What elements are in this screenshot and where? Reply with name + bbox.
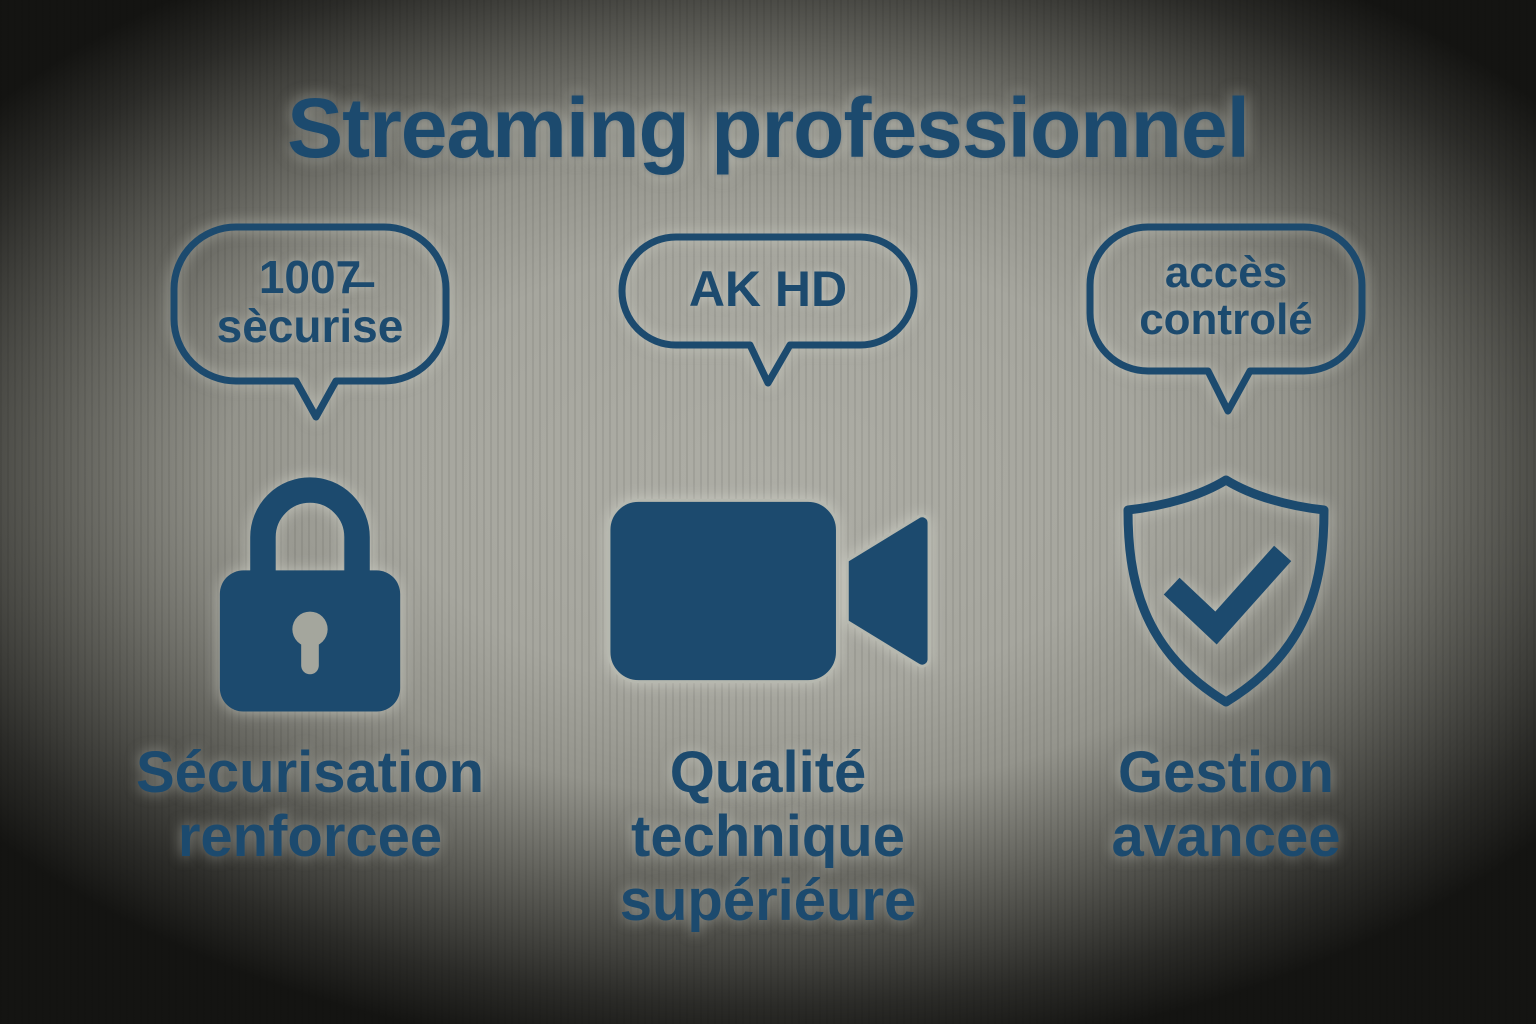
caption-security: Sécurisation renforcee [135,740,485,869]
column-security: 1007̶ sècurise Sécurisation renforcee [84,223,536,932]
lock-icon [219,477,401,712]
shield-check-icon [1123,475,1329,707]
caption-management: Gestion avancee [1111,740,1341,869]
column-quality: AK HD Qualité technique supériéure [542,223,994,932]
column-management: accès controlé Gestion avancee [1000,223,1452,932]
page-title: Streaming professionnel [287,81,1250,175]
video-camera-icon [606,498,931,684]
bubble-text-line: AK HD [688,260,848,317]
bubble-text-line: sècurise [216,300,404,352]
speech-bubble-security: 1007̶ sècurise [170,223,450,423]
bubble-text-line: 1007̶ [258,251,362,304]
speech-bubble-quality: AK HD [618,233,918,389]
bubble-text-line: controlé [1139,295,1313,344]
speech-bubble-management: accès controlé [1086,223,1366,417]
speech-bubble-shape [170,223,450,421]
bubble-text-line: accès [1164,248,1288,298]
caption-quality: Qualité technique supériéure [619,740,917,933]
feature-columns: 1007̶ sècurise Sécurisation renforcee [0,177,1536,932]
speech-bubble-shape [618,233,918,387]
speech-bubble-shape [1086,223,1366,415]
